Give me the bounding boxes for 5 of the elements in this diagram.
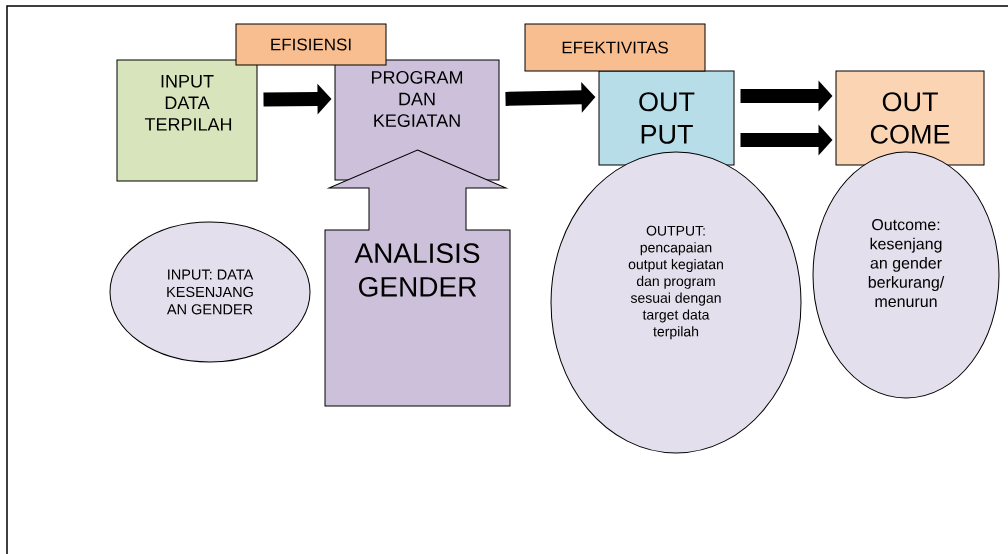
label-box: EFISIENSI	[235, 23, 387, 66]
process-box: INPUT DATA TERPILAH	[116, 59, 258, 182]
process-box: OUT COME	[835, 70, 985, 166]
process-box: OUT PUT	[598, 70, 735, 166]
label-box: EFEKTIVITAS	[524, 23, 706, 72]
